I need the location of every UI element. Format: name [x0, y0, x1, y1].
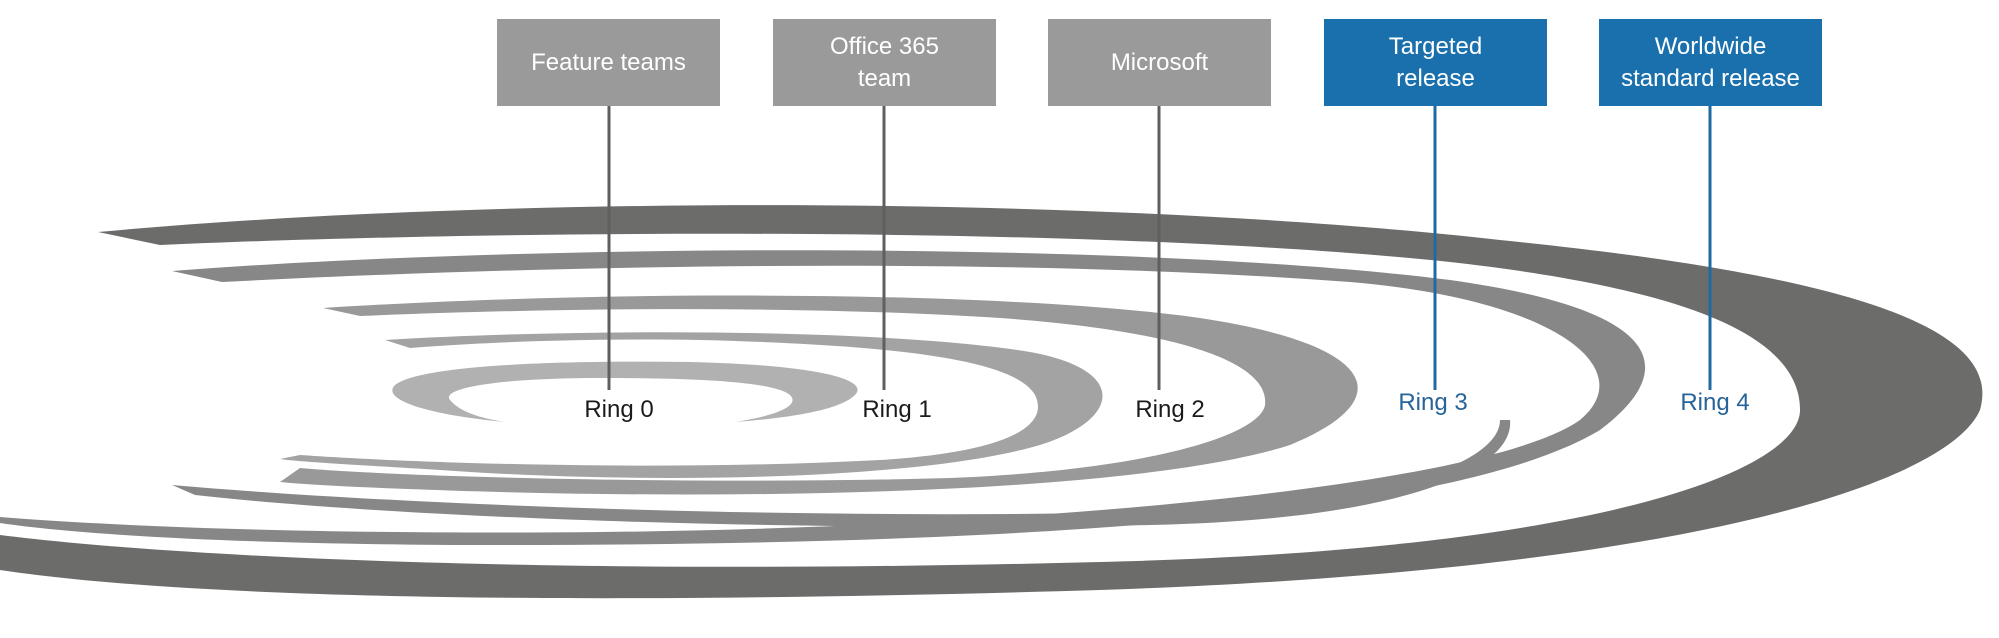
targeted-release-box: Targeted release	[1324, 19, 1547, 106]
ring-1-band	[280, 332, 1103, 478]
worldwide-standard-release-box-label: Worldwide standard release	[1621, 32, 1800, 92]
worldwide-standard-release-box: Worldwide standard release	[1599, 19, 1822, 106]
feature-teams-box: Feature teams	[497, 19, 720, 106]
microsoft-box: Microsoft	[1048, 19, 1271, 106]
office-365-team-box-label: Office 365 team	[830, 32, 939, 92]
targeted-release-box-label: Targeted release	[1388, 32, 1483, 92]
ring-4-band	[0, 205, 1983, 599]
ring-3-label: Ring 3	[1398, 389, 1468, 416]
ring-1-label: Ring 1	[862, 396, 932, 423]
ring-4-label: Ring 4	[1680, 389, 1750, 416]
ring-2-band	[280, 295, 1358, 495]
ring-2-label: Ring 2	[1135, 396, 1205, 423]
feature-teams-box-label: Feature teams	[531, 48, 686, 76]
microsoft-box-label: Microsoft	[1110, 48, 1209, 76]
ring-0-label: Ring 0	[584, 396, 654, 423]
ring-0-band	[392, 361, 858, 422]
office-365-team-box: Office 365 team	[773, 19, 996, 106]
